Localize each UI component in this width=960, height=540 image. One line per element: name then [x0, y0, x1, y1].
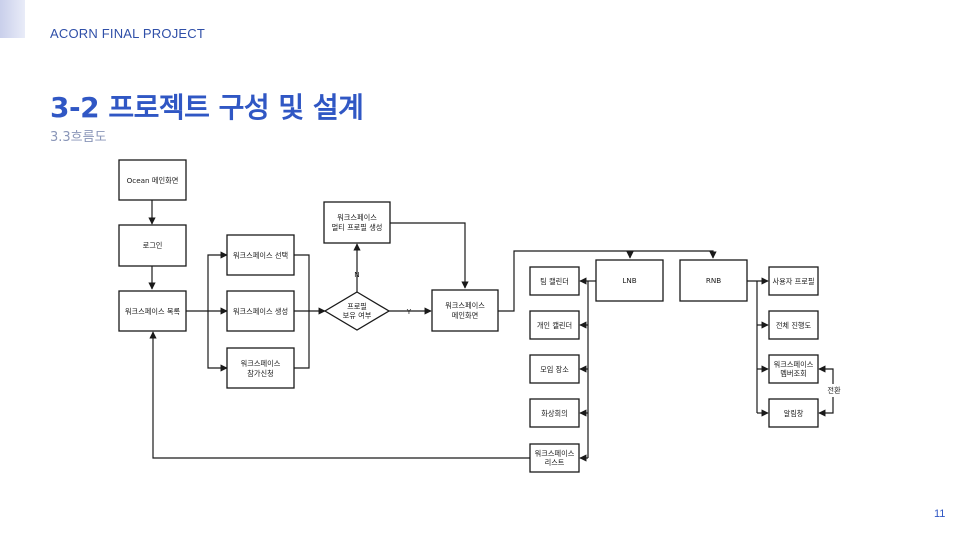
page-subtitle: 3.3흐름도 [50, 130, 107, 145]
label-team-calendar: 팀 캘린더 [540, 277, 569, 286]
node-rnb: RNB [679, 259, 748, 302]
edge-main-rnb [498, 250, 717, 312]
edge-toggle-alarm [818, 397, 834, 417]
label-ocean-main: Ocean 메인화면 [127, 176, 179, 185]
label-ws-join-line1: 워크스페이스 [241, 359, 281, 368]
edge-list-join [207, 311, 228, 372]
project-name: ACORN FINAL PROJECT [50, 26, 206, 41]
node-login: 로그인 [118, 224, 187, 267]
label-multi-profile-line1: 워크스페이스 [337, 213, 377, 222]
node-lnb: LNB [595, 259, 664, 302]
flow-edges [148, 200, 834, 462]
node-ws-join: 워크스페이스 참가신청 [226, 347, 295, 389]
node-ws-list2: 워크스페이스 리스트 [529, 443, 580, 473]
node-ws-main: 워크스페이스 메인화면 [431, 289, 499, 332]
edge-list-select [207, 251, 228, 311]
label-user-profile: 사용자 프로필 [773, 277, 815, 286]
node-multi-profile: 워크스페이스 멀티 프로필 생성 [323, 201, 391, 244]
node-workspace-list: 워크스페이스 목록 [118, 290, 187, 332]
label-member-view-line2: 멤버조회 [780, 369, 806, 378]
label-member-view-line1: 워크스페이스 [774, 360, 814, 369]
node-team-calendar: 팀 캘린더 [529, 266, 580, 296]
label-video-meeting: 화상회의 [541, 409, 567, 418]
label-profile-check-line2: 보유 여부 [343, 311, 372, 320]
node-ocean-main: Ocean 메인화면 [118, 159, 187, 201]
label-yes-branch: Y [406, 307, 412, 316]
label-workspace-list: 워크스페이스 목록 [125, 307, 181, 316]
node-member-view: 워크스페이스 멤버조회 [768, 354, 819, 384]
label-notifications: 알림창 [784, 409, 804, 418]
label-toggle: 전환 [827, 386, 841, 395]
node-meeting-place: 모임 장소 [529, 354, 580, 384]
label-ws-list2-line1: 워크스페이스 [535, 449, 575, 458]
node-overall-progress: 전체 진행도 [768, 310, 819, 340]
label-rnb: RNB [706, 276, 721, 285]
node-ws-create: 워크스페이스 생성 [226, 290, 295, 332]
label-ws-join-line2: 참가신청 [247, 369, 273, 378]
label-overall-progress: 전체 진행도 [776, 321, 812, 330]
label-ws-create: 워크스페이스 생성 [233, 307, 288, 316]
label-personal-calendar: 개인 캘린더 [537, 321, 572, 330]
node-video-meeting: 화상회의 [529, 398, 580, 428]
page-number: 11 [934, 508, 946, 520]
label-ws-main-line2: 메인화면 [452, 311, 478, 320]
label-profile-check-line1: 프로필 [347, 302, 367, 311]
edge-wslist-back [149, 331, 530, 459]
edge-multi-main [390, 222, 469, 289]
label-login: 로그인 [143, 241, 163, 250]
label-ws-main-line1: 워크스페이스 [445, 301, 485, 310]
node-user-profile: 사용자 프로필 [768, 266, 819, 296]
label-ws-list2-line2: 리스트 [545, 458, 565, 467]
node-profile-check: 프로필 보유 여부 [323, 291, 391, 331]
label-multi-profile-line2: 멀티 프로필 생성 [332, 223, 383, 232]
page-title: 3-2 프로젝트 구성 및 설계 [50, 91, 364, 124]
node-personal-calendar: 개인 캘린더 [529, 310, 580, 340]
label-no-branch: N [354, 270, 359, 279]
label-lnb: LNB [622, 276, 636, 285]
label-ws-select: 워크스페이스 선택 [233, 251, 288, 260]
node-ws-select: 워크스페이스 선택 [226, 234, 295, 276]
corner-accent [0, 0, 25, 38]
label-meeting-place: 모임 장소 [540, 365, 569, 374]
node-notifications: 알림창 [768, 398, 819, 428]
edge-toggle-members [818, 365, 834, 384]
